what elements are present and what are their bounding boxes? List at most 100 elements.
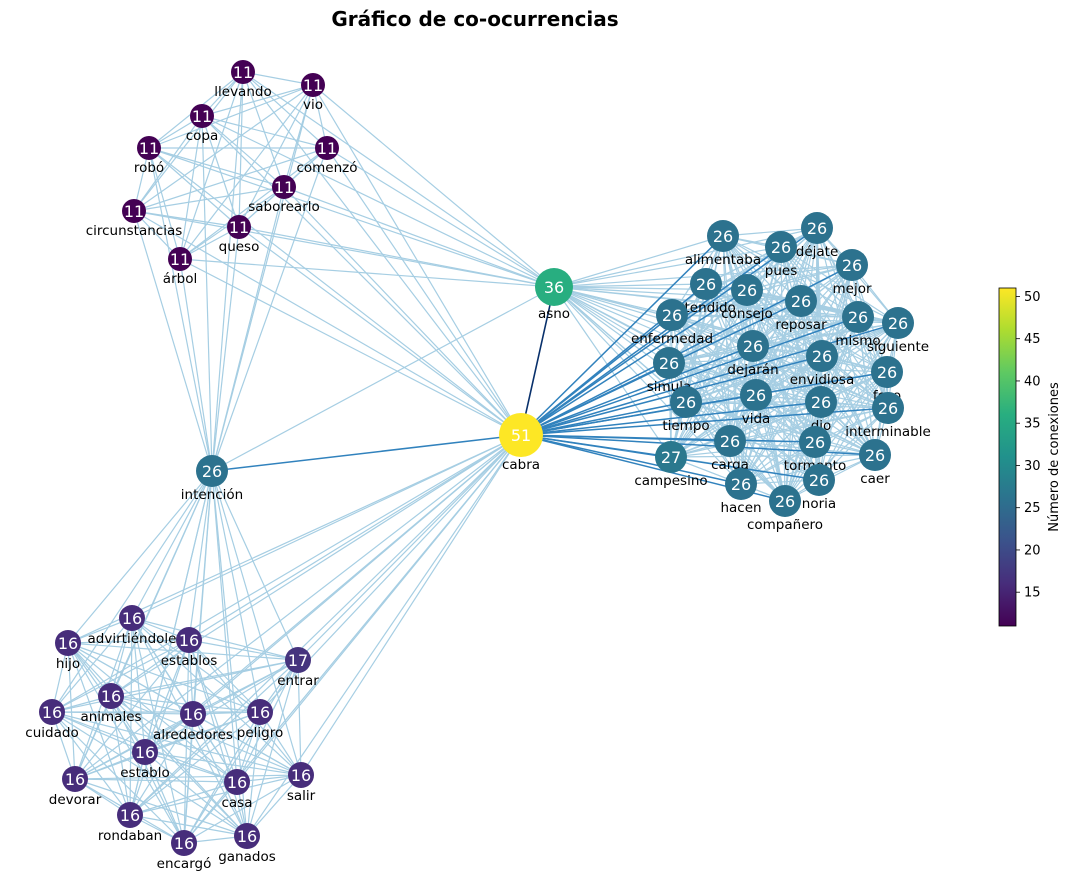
edge-vida-noria [755,394,820,481]
node-label: advirtiéndole [88,631,177,647]
edge-entrar-salir [297,659,302,776]
node-circle [690,268,722,300]
node-circle [882,307,914,339]
edge-cuidado-salir [51,711,302,776]
node-value: 11 [124,202,144,221]
edge-animales-alrededores [110,695,194,715]
edge-asno-llevando [242,71,555,288]
node-label: peligro [237,725,283,741]
edge-robó-árbol [148,147,181,260]
edge-peligro-devorar [74,711,261,780]
node-circle [725,468,757,500]
node-circle [785,285,817,317]
node-value: 26 [878,399,898,418]
edge-establos-animales [110,639,190,697]
node-label: vio [303,97,323,113]
edge-establos-devorar [74,639,190,780]
edge-robó-queso [148,147,240,228]
edge-cabra-establo [144,434,522,753]
node-circle [180,701,206,727]
node-circle [499,413,543,457]
edge-cabra-alimentaba [520,235,724,436]
node-label: alimentaba [685,252,761,268]
edge-establos-rondaban [129,639,190,816]
edge-cabra-déjate [520,227,818,436]
edge-hijo-devorar [67,642,76,780]
node-value: 26 [659,354,679,373]
edge-asno-simula [553,286,670,364]
edge-mismo-enfermedad [671,314,859,318]
edge-establo-encargó [144,751,185,844]
edge-cabra-copa [201,115,522,436]
node-circle [765,231,797,263]
edge-establo-ganados [144,751,248,837]
edge-intención-salir [211,470,302,776]
node-label: noria [802,496,836,512]
node-circle [805,386,837,418]
edge-asno-caer [553,286,876,456]
node-circle [247,699,273,725]
node-label: tiempo [662,418,709,434]
node-label: cuidado [25,725,78,741]
node-circle [803,464,835,496]
node-circle [55,630,81,656]
node-value: 16 [183,705,203,724]
node-circle [122,199,146,223]
edge-animales-encargó [110,695,185,844]
node-value: 36 [544,278,564,297]
node-circle [836,249,868,281]
edge-salir-ganados [246,774,302,837]
edge-intención-casa [211,470,238,783]
node-value: 26 [888,314,908,333]
edge-cabra-vida [520,394,757,436]
node-circle [119,605,145,631]
edge-cabra-queso [238,226,522,436]
edge-asno-robó [148,147,555,288]
nodes-layer: 51cabra36asno26intención27campesino26ali… [25,60,931,872]
edge-asno-hacen [553,286,742,485]
node-value: 27 [661,448,681,467]
edge-intención-llevando [211,71,244,472]
node-label: hacen [720,500,761,516]
node-circle [707,220,739,252]
node-label: copa [186,128,219,144]
colorbar-tick-label: 15 [1024,586,1041,601]
node-label: compañero [747,517,823,533]
edge-advirtiéndole-entrar [131,617,299,661]
node-circle [806,340,838,372]
node-value: 16 [227,773,247,792]
edge-establos-salir [188,639,302,776]
edge-cabra-dejarán [520,345,754,436]
edge-cabra-mismo [520,316,859,436]
node-circle [137,136,161,160]
node-circle [288,762,314,788]
edge-cuidado-ganados [51,711,248,837]
edge-cabra-vio [312,84,522,436]
node-value: 26 [791,292,811,311]
node-circle [315,136,339,160]
edge-advirtiéndole-cuidado [51,617,133,713]
node-label: atendido [676,300,736,316]
edge-foso-campesino [670,371,888,458]
edge-asno-queso [238,226,555,288]
edge-saborearlo-circunstancias [133,186,285,212]
edge-simula-caer [668,362,876,456]
edge-cuidado-establo [51,711,146,753]
node-circle [62,766,88,792]
node-value: 11 [170,250,190,269]
node-label: rondaban [98,828,162,844]
